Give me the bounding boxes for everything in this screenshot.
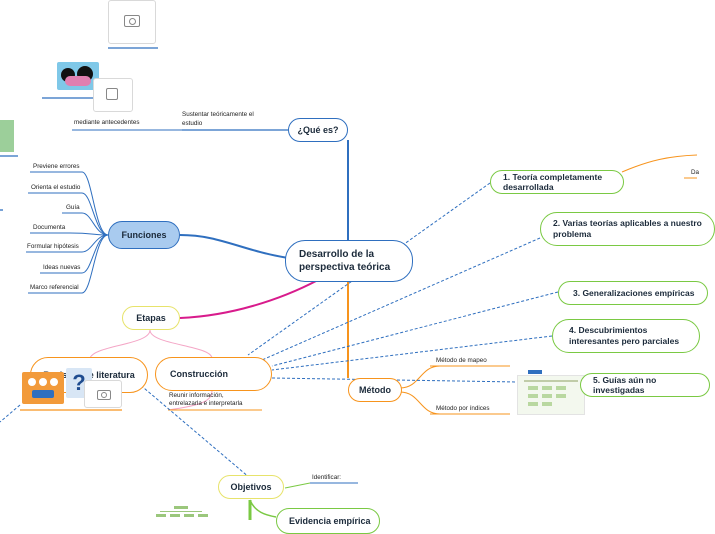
funcion-item: Previene errores: [33, 163, 80, 170]
objetivos-node[interactable]: Objetivos: [218, 475, 284, 499]
case-node-4[interactable]: 4. Descubrimientos interesantes pero par…: [552, 319, 700, 353]
metodo-node[interactable]: Método: [348, 378, 402, 402]
case-node-1[interactable]: 1. Teoría completamente desarrollada: [490, 170, 624, 194]
funcion-item: Orienta el estudio: [31, 184, 81, 191]
image-placeholder-top[interactable]: [108, 0, 156, 44]
funciones-node[interactable]: Funciones: [108, 221, 180, 249]
case-3-label: 3. Generalizaciones empíricas: [573, 288, 695, 298]
image-placeholder-icon: [106, 88, 118, 100]
central-topic-line1: Desarrollo de la: [299, 249, 375, 260]
case-4-line1: 4. Descubrimientos: [569, 325, 648, 335]
camera-icon: [124, 15, 140, 27]
mind-map-connectors: [0, 47, 698, 520]
objetivos-label: Objetivos: [230, 482, 272, 492]
funcion-item: Documenta: [33, 224, 66, 231]
cartoon-thumbnail: [57, 62, 99, 90]
etapas-node[interactable]: Etapas: [122, 306, 180, 330]
metodo-mapeo-label: Método de mapeo: [436, 357, 487, 364]
case-4-line2: interesantes pero parciales: [569, 336, 680, 346]
case-2-line2: problema: [553, 229, 592, 239]
case-node-5[interactable]: 5. Guías aún no investigadas: [580, 373, 710, 397]
tree-diagram-image: [152, 506, 210, 520]
case-node-3[interactable]: 3. Generalizaciones empíricas: [558, 281, 708, 305]
case-2-line1: 2. Varias teorías aplicables a nuestro: [553, 218, 702, 228]
left-edge-image: [0, 120, 14, 152]
funcion-item: Ideas nuevas: [43, 264, 81, 271]
people-image: [22, 372, 64, 404]
funcion-item: Guía: [66, 204, 80, 211]
evidencia-empirica-node[interactable]: Evidencia empírica: [276, 508, 380, 534]
case-5-label: 5. Guías aún no investigadas: [593, 375, 657, 395]
que-es-label: ¿Qué es?: [297, 125, 339, 135]
case-1-branch-label: Da: [691, 169, 700, 176]
funcion-item: Formular hipótesis: [27, 243, 79, 250]
que-es-node[interactable]: ¿Qué es?: [288, 118, 348, 142]
case-1-label: 1. Teoría completamente desarrollada: [503, 172, 603, 192]
indices-image: [517, 375, 585, 415]
identificar-label: Identificar:: [312, 474, 342, 481]
construccion-node[interactable]: Construcción: [155, 357, 272, 391]
reunir-label: Reunir información, entrelazarla e inter…: [169, 392, 243, 407]
evidencia-empirica-label: Evidencia empírica: [289, 516, 371, 526]
central-topic-line2: perspectiva teórica: [299, 262, 391, 273]
antecedentes-label: mediante antecedentes: [74, 119, 140, 126]
metodo-indices-label: Método por índices: [436, 405, 490, 412]
etapas-label: Etapas: [136, 313, 166, 323]
case-node-2[interactable]: 2. Varias teorías aplicables a nuestro p…: [540, 212, 715, 246]
funcion-item: Marco referencial: [30, 284, 79, 291]
central-topic[interactable]: Desarrollo de la perspectiva teórica: [285, 240, 413, 282]
funciones-label: Funciones: [121, 230, 167, 240]
sustentar-label: Sustentar teóricamente el estudio: [182, 111, 254, 127]
construccion-label: Construcción: [170, 369, 229, 379]
camera-icon: [97, 390, 111, 400]
metodo-label: Método: [359, 385, 391, 395]
image-placeholder-small[interactable]: [93, 78, 133, 112]
image-placeholder-revision[interactable]: [84, 380, 122, 408]
